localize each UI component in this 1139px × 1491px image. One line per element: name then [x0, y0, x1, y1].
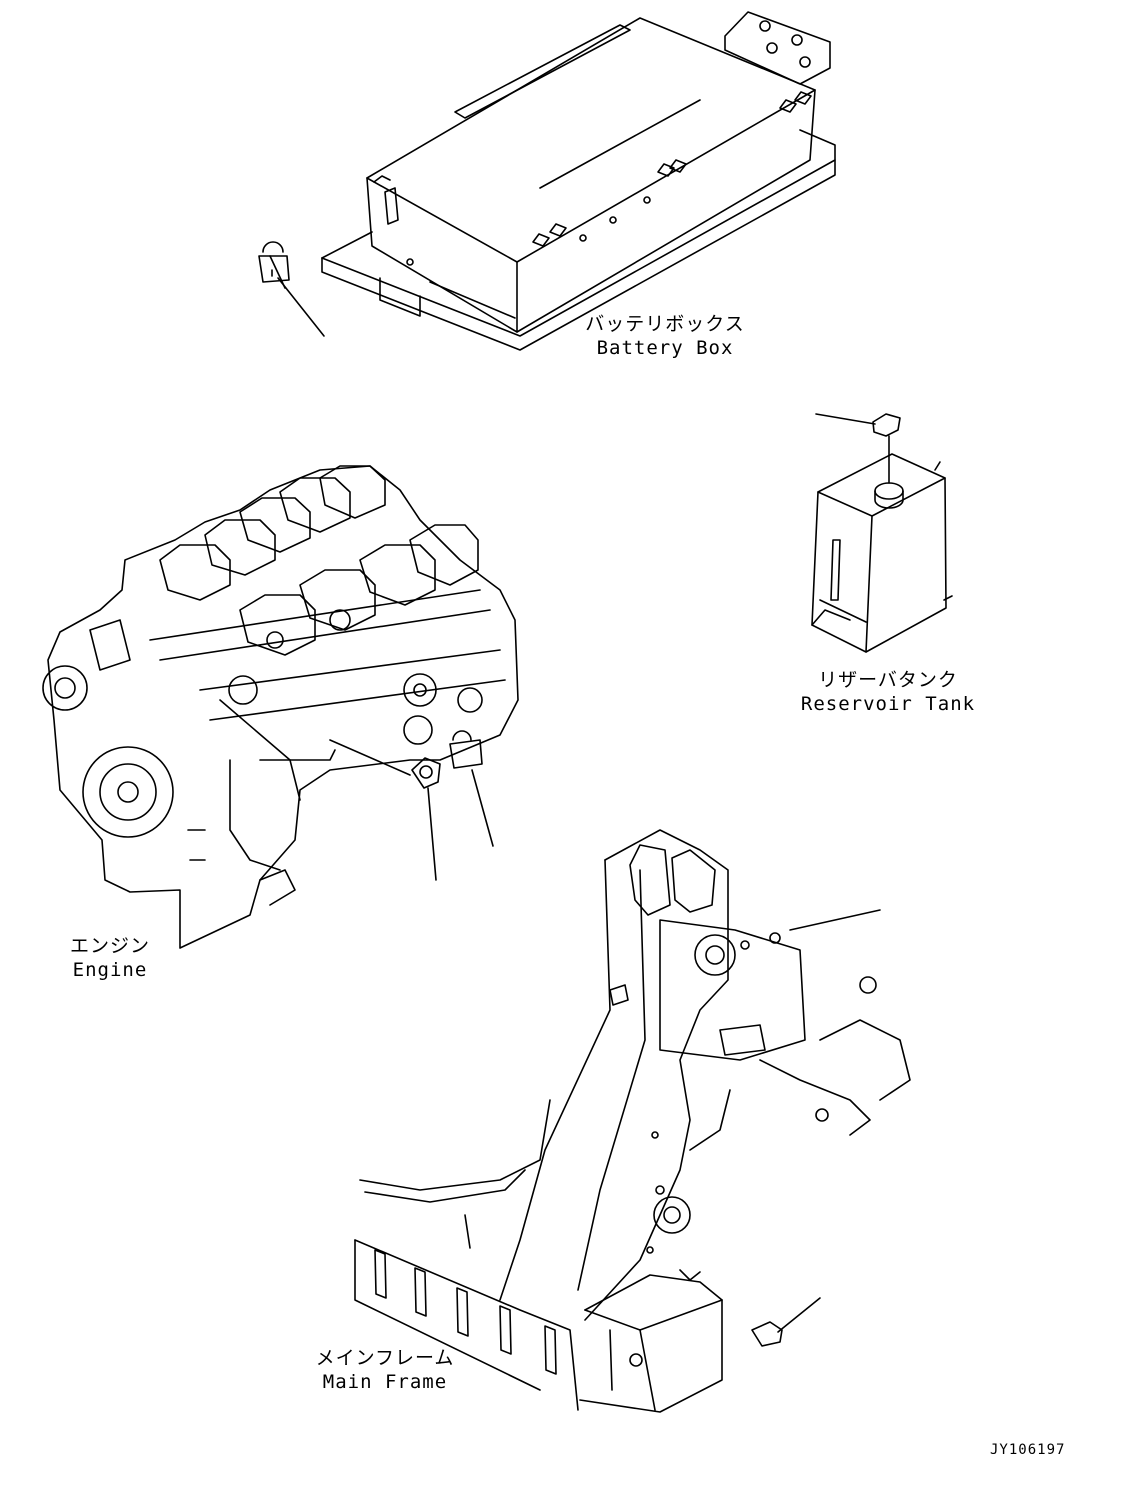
reservoir-tank-label: リザーバタンク Reservoir Tank: [788, 668, 988, 716]
battery-box-label: バッテリボックス Battery Box: [580, 312, 750, 360]
main-frame-label: メインフレーム Main Frame: [305, 1346, 465, 1394]
engine-label-jp: エンジン: [69, 935, 150, 957]
engine-drawing: [42, 465, 519, 949]
reservoir-tank-drawing: [811, 413, 953, 653]
battery-box-label-jp: バッテリボックス: [585, 313, 745, 335]
reservoir-tank-label-en: Reservoir Tank: [800, 693, 976, 715]
main-frame-drawing: [354, 829, 911, 1413]
reservoir-tank-label-jp: リザーバタンク: [818, 669, 958, 691]
battery-box-label-en: Battery Box: [596, 337, 734, 359]
engine-label: エンジン Engine: [50, 934, 170, 982]
drawing-code: JY106197: [990, 1442, 1066, 1458]
battery-box-drawing: [258, 11, 836, 351]
engine-label-en: Engine: [72, 959, 148, 981]
main-frame-label-en: Main Frame: [322, 1371, 448, 1393]
main-frame-label-jp: メインフレーム: [315, 1347, 455, 1369]
